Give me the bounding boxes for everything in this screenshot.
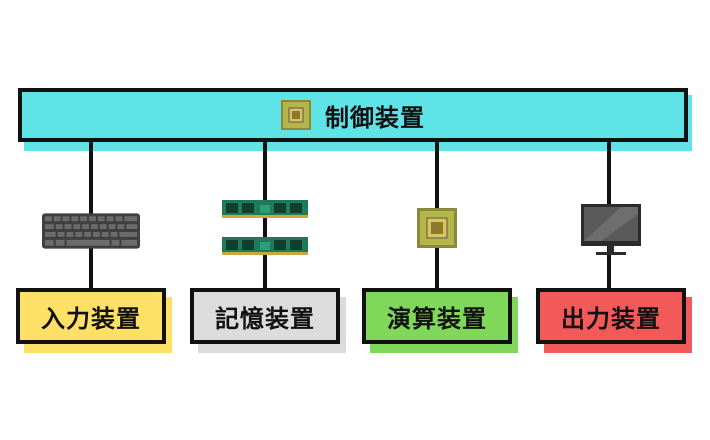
processor-icon bbox=[417, 208, 457, 248]
arithmetic-device-box: 演算装置 bbox=[362, 288, 512, 344]
memory-device-label: 記憶装置 bbox=[215, 304, 315, 333]
input-device-box: 入力装置 bbox=[16, 288, 166, 344]
memory-module-icon bbox=[222, 200, 308, 255]
memory-device-box: 記憶装置 bbox=[190, 288, 340, 344]
cpu-chip-icon bbox=[281, 100, 311, 130]
keyboard-icon bbox=[42, 213, 140, 249]
control-unit-bar: 制御装置 bbox=[18, 88, 688, 142]
arithmetic-device-label: 演算装置 bbox=[387, 304, 487, 333]
control-unit-label: 制御装置 bbox=[325, 103, 425, 132]
monitor-icon bbox=[581, 204, 641, 255]
output-device-label: 出力装置 bbox=[561, 304, 661, 333]
output-device-box: 出力装置 bbox=[536, 288, 686, 344]
input-device-label: 入力装置 bbox=[41, 304, 141, 333]
